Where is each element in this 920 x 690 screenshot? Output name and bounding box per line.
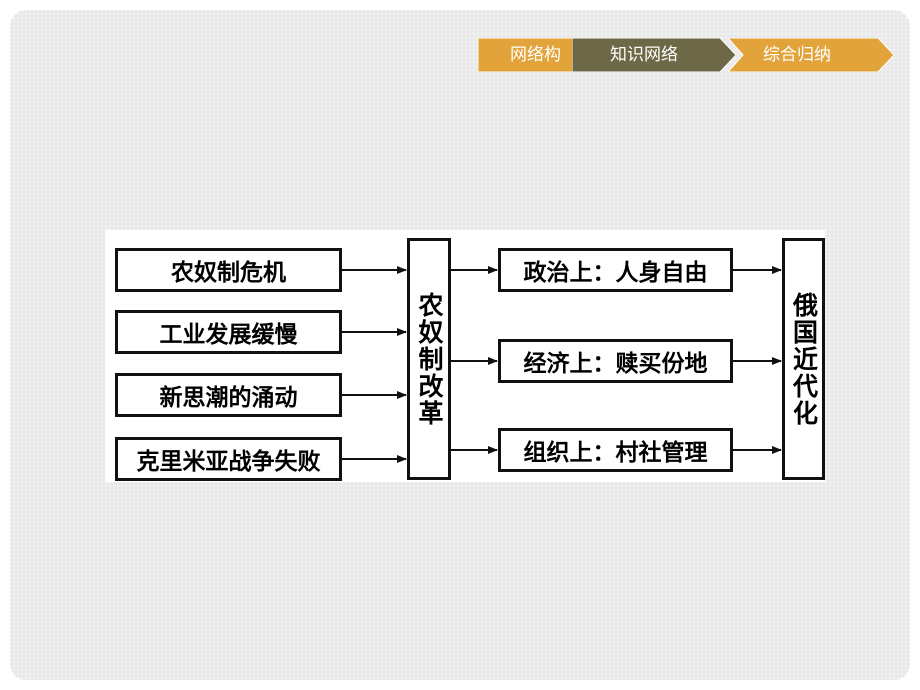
- reform-box: 农奴制改革: [407, 238, 451, 480]
- slide-background: 网络构 知识网络 综合归纳: [10, 10, 910, 680]
- section-nav: 网络构 知识网络 综合归纳: [478, 38, 898, 72]
- cause-box: 新思潮的涌动: [115, 373, 342, 417]
- cause-box: 工业发展缓慢: [115, 310, 342, 354]
- content-box: 经济上：赎买份地: [498, 339, 733, 383]
- content-box: 组织上：村社管理: [498, 428, 733, 472]
- nav-tab-knowledge-network[interactable]: 知识网络: [572, 38, 737, 72]
- flow-diagram: 农奴制危机 工业发展缓慢 新思潮的涌动 克里米亚战争失败 农奴制改革 政治上：人…: [105, 230, 825, 482]
- nav-tab-summary[interactable]: 综合归纳: [728, 38, 896, 72]
- arrow-layer: [342, 266, 782, 463]
- cause-box: 农奴制危机: [115, 248, 342, 292]
- nav-tab-label: 网络构: [510, 45, 561, 65]
- nav-tab-label: 综合归纳: [763, 45, 831, 65]
- content-box: 政治上：人身自由: [498, 248, 733, 292]
- tab-shape: [728, 38, 895, 72]
- nav-tab-label: 知识网络: [610, 45, 678, 65]
- tab-shape: [572, 38, 737, 72]
- cause-box: 克里米亚战争失败: [115, 437, 342, 481]
- nav-tab-structure[interactable]: 网络构: [478, 38, 578, 72]
- tab-shape: [478, 38, 578, 72]
- result-box: 俄国近代化: [782, 238, 825, 480]
